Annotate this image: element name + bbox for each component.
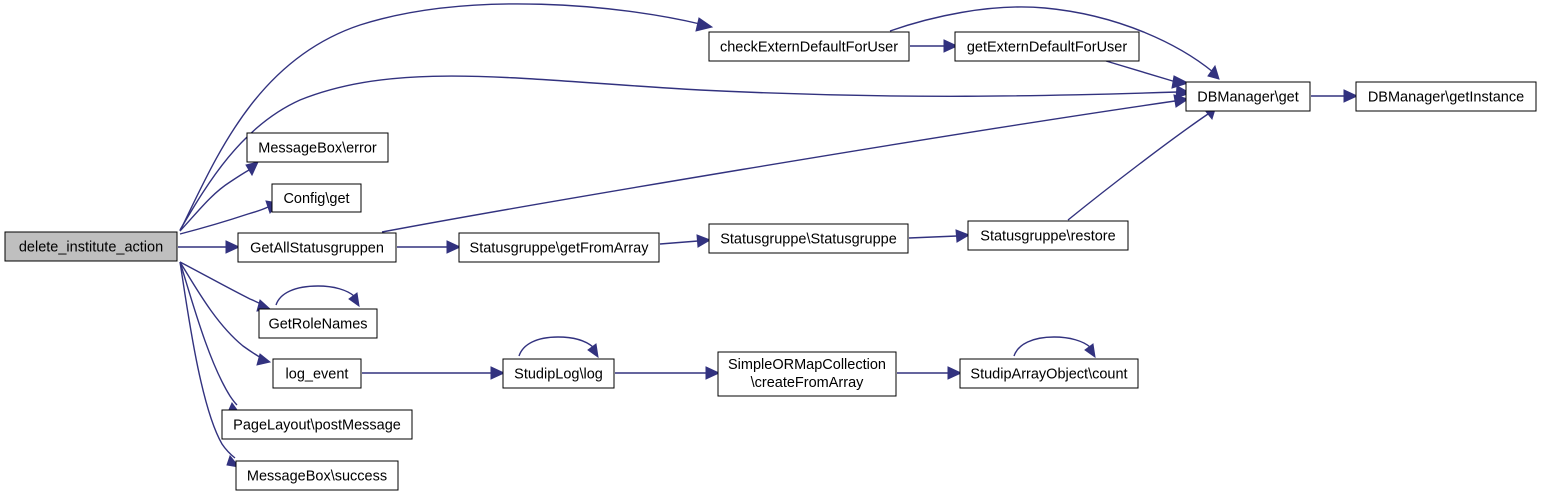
edge-delete_institute_action-to-GetAllStatusgruppen <box>178 240 241 254</box>
node-box[interactable] <box>258 308 378 339</box>
node-label: GetAllStatusgruppen <box>250 240 384 256</box>
edge-log_event-to-StudipLoglog <box>362 366 506 380</box>
graph-node[interactable]: Statusgruppe\Statusgruppe <box>708 223 909 254</box>
node-box[interactable] <box>246 132 389 163</box>
edge-getExternDefaultForUser-to-DBManagerget <box>1105 60 1190 89</box>
node-box[interactable] <box>967 220 1129 251</box>
edge-delete_institute_action-to-GetRoleNames <box>179 261 272 312</box>
node-label: Statusgruppe\getFromArray <box>470 240 650 256</box>
node-box[interactable] <box>237 232 397 263</box>
node-label: delete_institute_action <box>19 239 163 255</box>
node-label: DBManager\getInstance <box>1368 89 1524 105</box>
graph-node[interactable]: SimpleORMapCollection\createFromArray <box>717 351 897 397</box>
edge-delete_institute_action-to-MessageBoxsuccess <box>179 261 241 468</box>
edge-Statusgrupperestore-to-DBManagerget <box>1067 105 1217 221</box>
edge-checkExternDefaultForUser-to-DBManagerget <box>889 6 1220 80</box>
graph-node[interactable]: delete_institute_action <box>4 231 178 262</box>
edge-GetAllStatusgruppen-to-DBManagerget <box>381 94 1190 233</box>
edge-DBManagerget-to-DBManagergetInstance <box>1311 89 1359 103</box>
node-box[interactable] <box>458 232 660 263</box>
node-label: Statusgruppe\restore <box>980 228 1115 244</box>
node-box[interactable] <box>235 460 399 491</box>
edge-StudipLoglog-to-SimpleORMapCollectioncreateFromArray <box>615 366 721 380</box>
node-label: DBManager\get <box>1197 89 1299 105</box>
node-box[interactable] <box>954 31 1140 62</box>
node-box[interactable] <box>1355 81 1537 112</box>
node-box[interactable] <box>4 231 178 262</box>
graph-node[interactable]: StudipLog\log <box>502 358 615 389</box>
node-label: StudipLog\log <box>514 366 603 382</box>
edge-GetAllStatusgruppen-to-StatusgruppegetFromArray <box>397 240 462 254</box>
graph-node[interactable]: MessageBox\success <box>235 460 399 491</box>
graph-node[interactable]: Statusgruppe\getFromArray <box>458 232 660 263</box>
node-box[interactable] <box>708 31 910 62</box>
edge-SimpleORMapCollectioncreateFromArray-to-StudipArrayObjectcount <box>897 366 963 380</box>
edge-delete_institute_action-to-checkExternDefaultForUser <box>179 3 714 232</box>
node-box[interactable] <box>717 351 897 397</box>
graph-node[interactable]: MessageBox\error <box>246 132 389 163</box>
graph-node[interactable]: DBManager\get <box>1185 81 1311 112</box>
node-box[interactable] <box>272 358 362 389</box>
node-box[interactable] <box>502 358 615 389</box>
graph-node[interactable]: checkExternDefaultForUser <box>708 31 910 62</box>
node-box[interactable] <box>708 223 909 254</box>
graph-node[interactable]: GetAllStatusgruppen <box>237 232 397 263</box>
edge-StudipLoglog-self-loop <box>518 336 599 359</box>
node-label: MessageBox\success <box>247 468 387 484</box>
node-box[interactable] <box>271 183 362 213</box>
edge-StatusgruppegetFromArray-to-StatusgruppeStatusgruppe <box>659 234 712 248</box>
edge-delete_institute_action-to-log_event <box>179 261 272 366</box>
edge-delete_institute_action-to-MessageBoxerror <box>179 161 259 232</box>
node-label: Config\get <box>283 191 349 207</box>
edge-GetRoleNames-self-loop <box>275 285 360 308</box>
node-box[interactable] <box>1185 81 1311 112</box>
graph-node[interactable]: getExternDefaultForUser <box>954 31 1140 62</box>
edge-delete_institute_action-to-PageLayoutpostMessage <box>179 261 242 415</box>
node-label: GetRoleNames <box>268 316 367 332</box>
node-label: log_event <box>286 366 349 382</box>
node-label: Statusgruppe\Statusgruppe <box>720 231 897 247</box>
graph-node[interactable]: PageLayout\postMessage <box>221 409 413 440</box>
node-label: MessageBox\error <box>258 140 377 156</box>
node-label: checkExternDefaultForUser <box>720 39 898 55</box>
edge-checkExternDefaultForUser-to-getExternDefaultForUser <box>910 39 959 53</box>
graph-node[interactable]: StudipArrayObject\count <box>959 358 1139 389</box>
graph-node[interactable]: GetRoleNames <box>258 308 378 339</box>
node-label: PageLayout\postMessage <box>233 417 401 433</box>
edge-StudipArrayObjectcount-self-loop <box>1013 336 1096 359</box>
node-label: StudipArrayObject\count <box>970 366 1127 382</box>
edge-StatusgruppeStatusgruppe-to-Statusgrupperestore <box>908 229 971 243</box>
graph-node[interactable]: Statusgruppe\restore <box>967 220 1129 251</box>
node-label: getExternDefaultForUser <box>967 39 1128 55</box>
node-box[interactable] <box>221 409 413 440</box>
graph-node[interactable]: log_event <box>272 358 362 389</box>
node-label: SimpleORMapCollection\createFromArray <box>728 357 886 391</box>
node-layer: delete_institute_action checkExternDefaul… <box>4 31 1537 491</box>
graph-node[interactable]: DBManager\getInstance <box>1355 81 1537 112</box>
node-box[interactable] <box>959 358 1139 389</box>
graph-node[interactable]: Config\get <box>271 183 362 213</box>
